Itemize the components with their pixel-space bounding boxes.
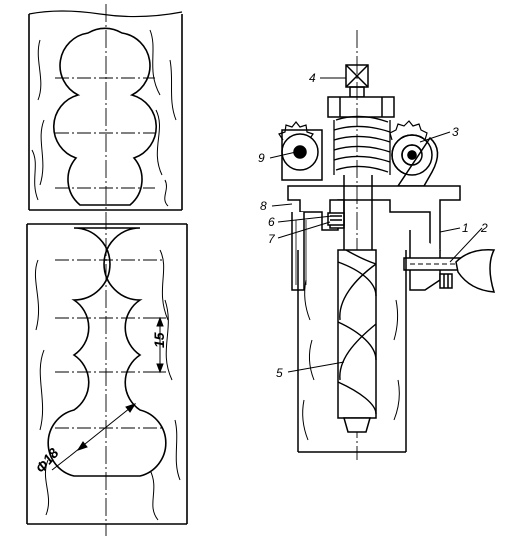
right-gear <box>389 120 439 187</box>
upper-blank <box>28 10 183 211</box>
lower-blank <box>26 223 188 525</box>
wood-grain-lower <box>34 249 181 521</box>
pitch-dimension <box>150 316 166 374</box>
pitch-dimension-label: 15 <box>151 332 167 348</box>
callout-8: 8 <box>260 199 267 213</box>
callout-4: 4 <box>309 71 316 85</box>
callout-1: 1 <box>462 221 469 235</box>
spiral-drill <box>337 249 377 433</box>
callout-3: 3 <box>452 125 459 139</box>
left-workpiece-view <box>26 4 188 536</box>
guide-tube <box>297 250 407 453</box>
wood-grain-upper <box>31 29 177 207</box>
wing-nut-lever <box>403 249 496 293</box>
diameter-dimension <box>51 403 137 471</box>
callout-9: 9 <box>258 151 265 165</box>
set-screw <box>327 212 345 226</box>
worm-thread <box>333 115 391 175</box>
callout-5: 5 <box>276 366 283 380</box>
callout-2: 2 <box>480 221 488 235</box>
left-gear <box>278 121 323 181</box>
right-mechanism-view <box>278 30 496 460</box>
callout-7: 7 <box>268 232 276 246</box>
callout-leaders <box>269 77 483 373</box>
callout-6: 6 <box>268 215 275 229</box>
nut-block <box>327 96 395 118</box>
